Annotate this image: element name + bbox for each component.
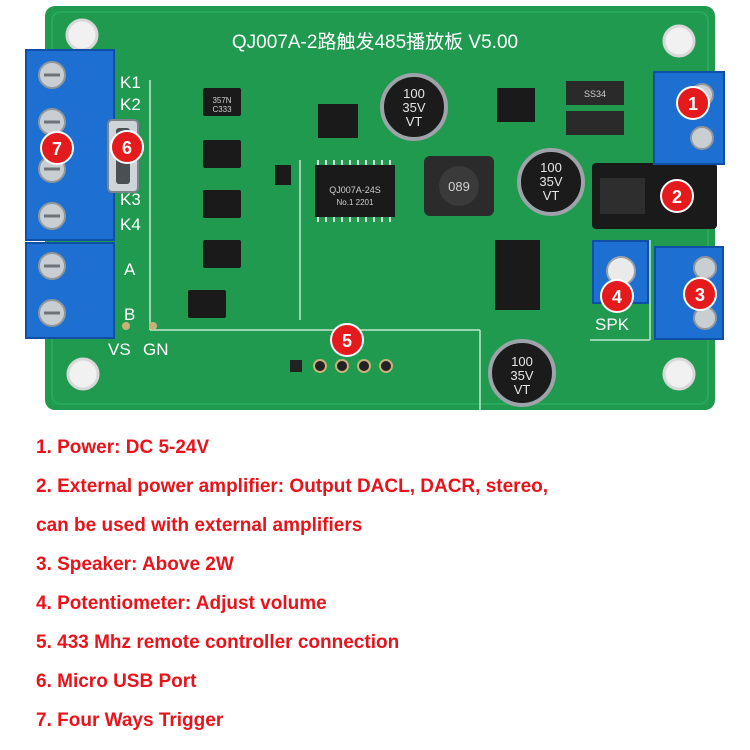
legend-item-external-amplifier: 2. External power amplifier: Output DACL… — [36, 476, 549, 497]
main-ic-label: QJ007A-24S — [329, 185, 381, 195]
label-k3: K3 — [120, 190, 141, 209]
main-ic: QJ007A-24S No.1 2201 — [315, 160, 395, 222]
callout-marker-3: 3 — [683, 277, 717, 311]
label-spk: SPK — [595, 315, 630, 334]
svg-text:6: 6 — [122, 138, 132, 158]
capacitor: 100 35V VT — [380, 73, 448, 141]
legend-item-external-amplifier-continued: can be used with external amplifiers — [36, 515, 363, 536]
inductor-label: 089 — [448, 179, 470, 194]
capacitor-3-line2: 35V — [510, 368, 533, 383]
capacitor: 100 35V VT — [517, 148, 585, 216]
callout-marker-4: 4 — [600, 279, 634, 313]
svg-text:4: 4 — [612, 287, 622, 307]
legend-item-power: 1. Power: DC 5-24V — [36, 437, 210, 458]
svg-text:2: 2 — [672, 187, 682, 207]
small-chips — [275, 88, 540, 310]
main-ic-sublabel: No.1 2201 — [337, 198, 374, 207]
svg-text:3: 3 — [695, 285, 705, 305]
capacitor-2-line3: VT — [543, 188, 560, 203]
capacitor-2-line2: 35V — [539, 174, 562, 189]
diodes: SS34 — [566, 81, 624, 135]
callout-marker-7: 7 — [40, 131, 74, 165]
callout-marker-6: 6 — [110, 130, 144, 164]
optocoupler-label: 357N — [212, 96, 231, 105]
capacitor: 100 35V VT — [488, 339, 556, 407]
callout-marker-5: 5 — [330, 323, 364, 357]
callout-marker-2: 2 — [660, 179, 694, 213]
svg-text:5: 5 — [342, 331, 352, 351]
diode-label: SS34 — [584, 89, 606, 99]
trigger-terminal-block — [25, 49, 115, 339]
label-vs: VS — [108, 340, 131, 359]
capacitor-1-line1: 100 — [403, 86, 425, 101]
audio-jack — [592, 163, 717, 229]
optocoupler-sublabel: C333 — [212, 105, 232, 114]
capacitor-3-line1: 100 — [511, 354, 533, 369]
mounting-hole — [65, 18, 696, 391]
pcb-board-illustration: QJ007A-2路触发485播放板 V5.00 K1 K2 K3 K4 A B … — [25, 6, 725, 410]
label-k4: K4 — [120, 215, 141, 234]
label-k2: K2 — [120, 95, 141, 114]
inductor: 089 — [424, 156, 494, 216]
svg-text:7: 7 — [52, 139, 62, 159]
legend-item-potentiometer: 4. Potentiometer: Adjust volume — [36, 593, 327, 614]
rf433-header — [290, 359, 393, 373]
callout-marker-1: 1 — [676, 86, 710, 120]
label-b: B — [124, 305, 135, 324]
capacitor-3-line3: VT — [514, 382, 531, 397]
label-k1: K1 — [120, 73, 141, 92]
legend-item-trigger: 7. Four Ways Trigger — [36, 710, 224, 731]
legend-item-remote-433: 5. 433 Mhz remote controller connection — [36, 632, 400, 653]
board-title: QJ007A-2路触发485播放板 V5.00 — [232, 31, 518, 53]
feature-legend: 1. Power: DC 5-24V 2. External power amp… — [36, 428, 736, 740]
svg-text:1: 1 — [688, 94, 698, 114]
optocoupler-chips: 357N C333 — [188, 88, 241, 318]
label-gn: GN — [143, 340, 169, 359]
capacitor-2-line1: 100 — [540, 160, 562, 175]
pcb-photo: QJ007A-2路触发485播放板 V5.00 K1 K2 K3 K4 A B … — [25, 6, 725, 410]
capacitor-1-line2: 35V — [402, 100, 425, 115]
legend-item-speaker: 3. Speaker: Above 2W — [36, 554, 234, 575]
capacitor-1-line3: VT — [406, 114, 423, 129]
label-a: A — [124, 260, 136, 279]
legend-item-micro-usb: 6. Micro USB Port — [36, 671, 197, 692]
